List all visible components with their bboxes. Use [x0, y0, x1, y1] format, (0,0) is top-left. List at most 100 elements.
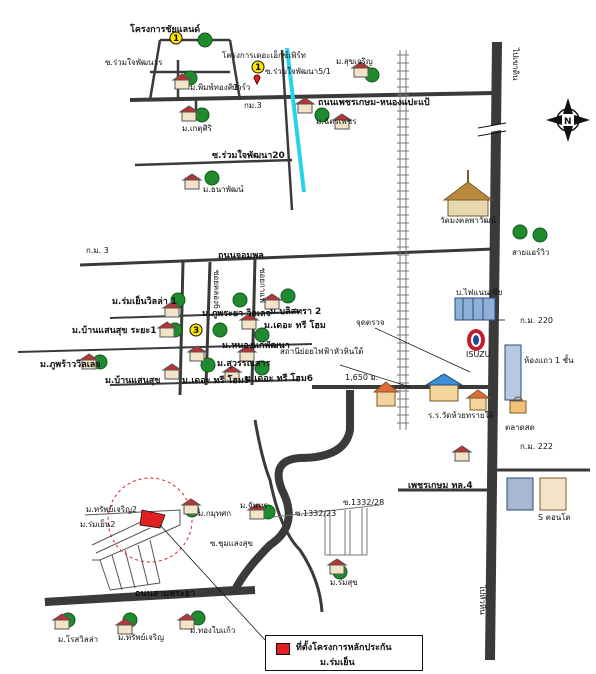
- label-to-north: ไปเขาดิน: [511, 47, 520, 81]
- label-road-sampran: ถนนสามพระยา: [135, 589, 195, 599]
- label-km650: 1,650 ม.: [345, 373, 378, 382]
- canal: [285, 47, 306, 193]
- townhome-strip-icon: [504, 344, 522, 401]
- isuzu-logo-icon: [467, 329, 485, 351]
- label-road-phetkasem4: เพชรเกษม ทล.4: [408, 481, 473, 491]
- house-icons: [51, 61, 473, 635]
- label-soi6: ซอยคลอง6: [212, 270, 221, 309]
- road-mid-h1: [17, 343, 313, 353]
- office-building-icon: [454, 297, 496, 321]
- label-thanaphat: ม.ธนาพัฒน์: [203, 184, 244, 194]
- house-icon: [261, 293, 283, 310]
- legend-site-swatch: [276, 643, 290, 655]
- house-icon: [181, 173, 203, 190]
- house-icon: [156, 321, 178, 338]
- road-ruamjai20: [134, 158, 293, 167]
- compass-icon: N: [546, 98, 590, 142]
- house-icon: [236, 345, 258, 362]
- label-sapphaya: ม.ทรัพย์เจริญ2: [86, 504, 137, 514]
- tree-icon: [314, 107, 330, 123]
- label-phuphrao: ม.ภูพร้าววิลเลจ: [40, 359, 101, 370]
- road-chompol: [79, 247, 495, 267]
- label-project-top: โครงการชัยแลนด์: [129, 23, 200, 35]
- house-icon: [178, 105, 200, 122]
- label-ruamsuk: ม.ร่มสุข: [330, 578, 358, 587]
- label-threehome6: ม.เดอะ ทรี โฮม6: [245, 372, 313, 384]
- road-vertical-mid: [280, 49, 294, 211]
- badge-1-second: 1: [251, 60, 265, 74]
- house-icon: [186, 345, 208, 362]
- road-phetkasem-top: [129, 91, 495, 102]
- badge-1b-label: 1: [255, 63, 261, 73]
- tree-icon: [204, 170, 220, 186]
- tree-icon: [280, 288, 296, 304]
- legend-subtitle: ม.ร่มเย็น: [320, 658, 355, 668]
- legend: ที่ตั้งโครงการหลักประกัน ม.ร่มเย็น: [265, 635, 423, 671]
- house-icon: [176, 613, 198, 630]
- label-ban3: กม.3: [244, 101, 262, 110]
- road-curvy-branch: [253, 419, 324, 613]
- market-icon: [509, 396, 527, 414]
- label-kamyoti: ม.กมุทศก: [198, 509, 231, 518]
- location-pin-icon: [253, 74, 261, 86]
- tree-icon: [512, 224, 528, 240]
- label-jutdarua: จุดตรวจ: [356, 318, 385, 327]
- highway-break: [477, 122, 507, 137]
- house-icon: [451, 445, 473, 462]
- house-icon: [171, 73, 193, 90]
- label-isuzu: ISUZU: [466, 350, 491, 359]
- label-temple: วัดมงคลพาวัฒน์: [440, 215, 497, 225]
- badge-3-label: 3: [193, 326, 199, 336]
- label-soi1332b: ซ.1332/28: [343, 498, 384, 507]
- road-sampran: [44, 586, 256, 606]
- label-scondo: S คอนโด: [538, 512, 571, 522]
- house-icon: [246, 503, 268, 520]
- label-market: ตลาดสด: [505, 423, 535, 432]
- label-townhome: ห้องแถว 1 ชั้น: [524, 354, 574, 365]
- label-sailaewit: สายแอร์วิว: [512, 247, 549, 257]
- house-icon: [161, 301, 183, 318]
- label-km222: ก.ม. 222: [520, 442, 553, 451]
- label-thongbaikaew: ม.ทองใบแก้ว: [190, 626, 235, 635]
- label-kasetsiri: ม.เกตุศิริ: [182, 124, 213, 133]
- road-mid-h2: [109, 311, 301, 319]
- house-icon: [114, 618, 136, 635]
- road-curvy-main: [44, 390, 354, 606]
- label-ruamjai5: ซ.ร่วมใจพัฒนา5/1: [265, 67, 331, 76]
- label-baanhansuk: ม.บ้านแสนสุข ระยะ1: [72, 325, 157, 336]
- substation-building-icon: [372, 381, 400, 407]
- house-icon: [294, 97, 316, 114]
- badge-1-top: 1: [169, 31, 183, 45]
- condo-building-icon: [506, 477, 567, 511]
- label-project-expert: โครงการเดอะเอ็กซ์เพิร์ท: [222, 50, 306, 60]
- label-road-chompol: ถนนจอมพล: [218, 251, 264, 261]
- site-radius-circle: [107, 477, 193, 563]
- label-km3: ก.ม. 3: [86, 246, 109, 255]
- label-phuwadon: ม.ภูพระยา วิลเลจ: [202, 308, 271, 319]
- house-icon: [221, 365, 243, 382]
- label-chatpetch: ม.ฉัตรเพชร: [316, 117, 357, 126]
- label-bontree2: ม.บลิสทรา 2: [270, 306, 321, 317]
- label-pimthong: ม.พิมพ์ทองคิ1: [190, 82, 238, 92]
- label-puwat: ปาร์ว: [232, 82, 250, 92]
- house-icon: [350, 61, 372, 78]
- label-ruamyen1: ม.ร่มเย็นวิลล่า 1: [112, 294, 177, 307]
- labels: โครงการชัยแลนด์ โครงการเดอะเอ็กซ์เพิร์ท …: [40, 23, 574, 644]
- temple-icon: [442, 170, 494, 217]
- tree-icon: [232, 292, 248, 308]
- leader-jutdarua: [374, 327, 471, 373]
- label-threehome5: ม.เดอะ ทรี โฮม5: [182, 374, 250, 386]
- label-school: ร.ร.วัดห้วยทรายใต้: [428, 411, 494, 420]
- label-baanhansuk2: ม.บ้านแสนสุข: [105, 375, 160, 386]
- label-chanthra: ม.จันทร: [240, 501, 268, 510]
- tree-icon: [532, 227, 548, 243]
- legend-title: ที่ตั้งโครงการหลักประกัน: [296, 643, 392, 653]
- house-icon: [78, 353, 100, 370]
- highway-main: [485, 41, 502, 661]
- label-substation: สถานีย่อยไฟฟ้าหัวหินใต้: [280, 347, 363, 356]
- soi-1332-grid: [264, 504, 381, 556]
- house-icon: [51, 613, 73, 630]
- label-sapcharoen: ม.ทรัพย์เจริญ: [118, 632, 164, 642]
- label-threehome: ม.เดอะ ทรี โฮม: [264, 319, 326, 331]
